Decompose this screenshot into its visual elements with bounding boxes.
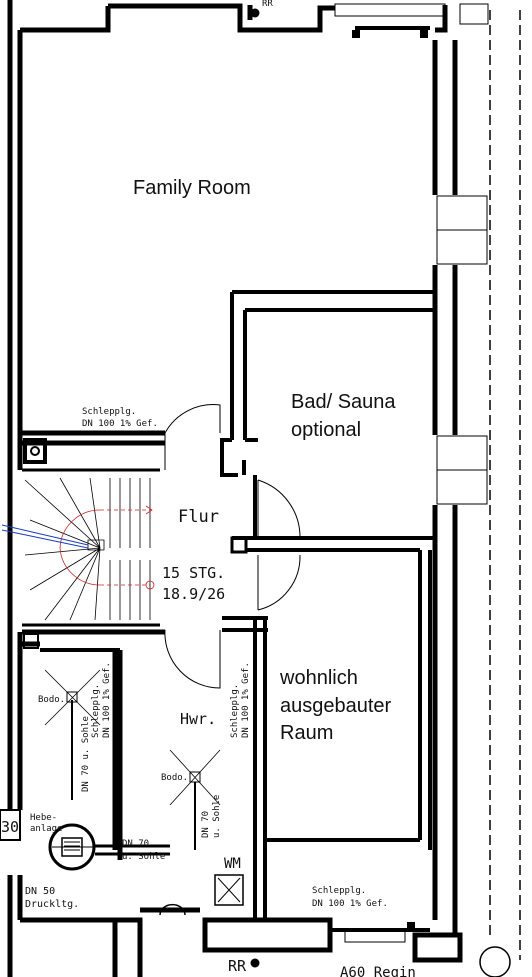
bottom-fragment-label: A60 Regin — [340, 965, 416, 977]
living-label-line3: Raum — [280, 722, 333, 744]
pressure-line-label-1: DN 50 — [25, 886, 55, 897]
stair-steps: 15 STG. — [162, 564, 225, 582]
bath-label-line2: optional — [291, 419, 361, 441]
washing-machine-label: WM — [224, 856, 241, 872]
top-fragment-label: RR — [262, 0, 273, 9]
drag-line-mid-2: DN 100 1% Gef. — [241, 662, 251, 738]
living-label-line2: ausgebauter — [280, 695, 392, 717]
floor-drain-label-2: Bodo. — [161, 773, 188, 783]
dn70-label-b: DN 70 — [122, 839, 149, 849]
rr-label: RR — [228, 957, 247, 975]
stair-ratio: 18.9/26 — [162, 585, 225, 603]
hall-label: Flur — [178, 507, 219, 527]
dn70-sohle-a: u. Sohle — [212, 795, 222, 838]
walls — [0, 0, 521, 977]
dn70-label-a: DN 70 — [201, 811, 211, 838]
drag-line-bottom: Schlepplg. — [312, 886, 366, 896]
lift-station-label-1: Hebe- — [30, 813, 57, 823]
dn70-sohle-vertical: DN 70 u. Sohle — [81, 716, 91, 792]
utility-label: Hwr. — [180, 710, 216, 728]
drag-line-bottom-2: DN 100 1% Gef. — [312, 899, 388, 909]
drag-line-top-2: DN 100 1% Gef. — [82, 419, 158, 429]
lift-station-label-2: anlage — [30, 824, 63, 834]
family-room-label: Family Room — [133, 177, 251, 199]
floor-drain-label-1: Bodo. — [38, 695, 65, 705]
drag-line-left-2: DN 100 1% Gef. — [102, 662, 112, 738]
dimension-30: 30 — [1, 818, 19, 836]
drag-line-mid: Schlepplg. — [230, 684, 240, 738]
pressure-line-label-2: Druckltg. — [25, 899, 79, 910]
living-label-line1: wohnlich — [279, 667, 358, 689]
bath-label-line1: Bad/ Sauna — [291, 391, 396, 413]
staircase — [1, 477, 155, 621]
drag-line-top: Schlepplg. — [82, 407, 136, 417]
room-labels: Family Room Bad/ Sauna optional wohnlich… — [133, 177, 396, 744]
doors — [164, 404, 301, 689]
stair-annotation: 15 STG. 18.9/26 — [162, 564, 225, 603]
dn70-sohle-b: u. Sohle — [122, 852, 165, 862]
plumbing — [44, 8, 511, 977]
drag-line-left: Schlepplg. — [91, 684, 101, 738]
tech-annotations: Schlepplg. DN 100 1% Gef. Schlepplg. DN … — [1, 0, 416, 977]
